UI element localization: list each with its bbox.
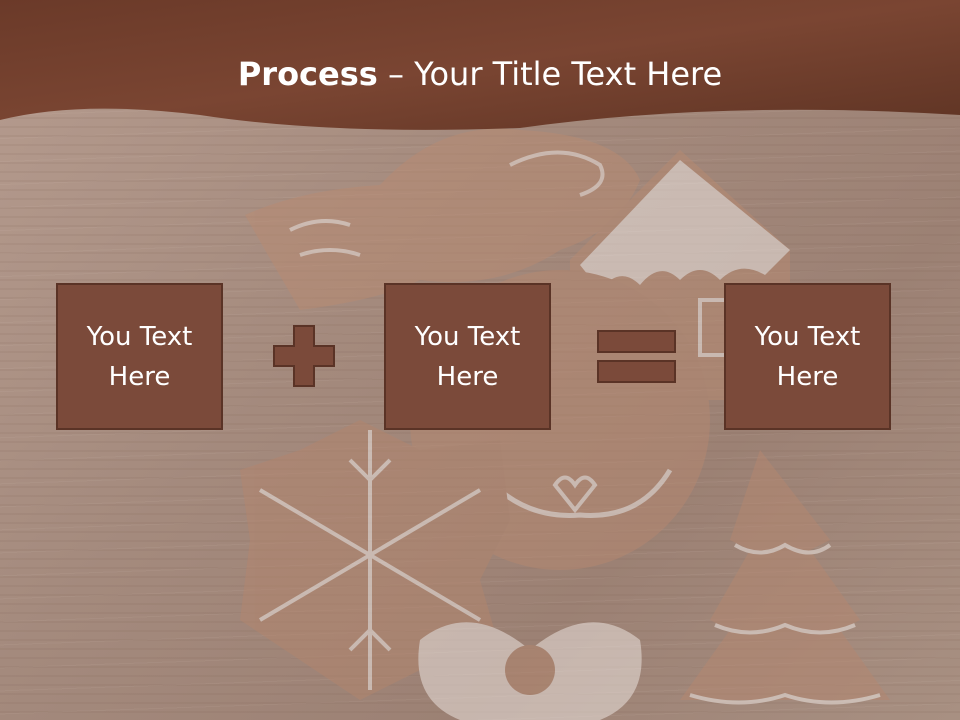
process-box-1: You Text Here (56, 283, 223, 430)
title-bold: Process (237, 55, 378, 93)
bird-cookie (245, 128, 640, 310)
equals-icon (597, 330, 676, 383)
process-box-2: You Text Here (384, 283, 551, 430)
slide-title: Process – Your Title Text Here (0, 52, 960, 96)
process-box-1-label: You Text Here (86, 321, 193, 392)
process-box-3-label: You Text Here (754, 321, 861, 392)
title-rest: – Your Title Text Here (377, 55, 723, 93)
plus-icon (273, 325, 335, 387)
tree-cookie (680, 450, 890, 700)
process-box-3: You Text Here (724, 283, 891, 430)
process-box-2-label: You Text Here (414, 321, 521, 392)
header-banner (0, 0, 960, 130)
